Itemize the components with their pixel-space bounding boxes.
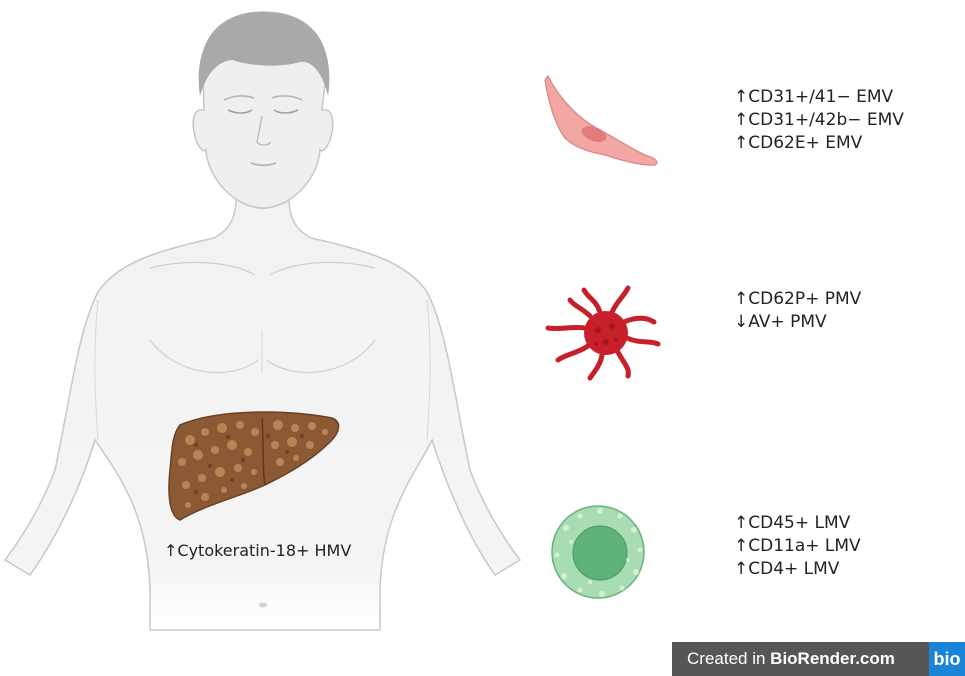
marker-label: ↑CD4+ LMV xyxy=(734,558,861,581)
head-icon xyxy=(193,12,333,208)
marker-label: ↑CD62P+ PMV xyxy=(734,288,861,311)
marker-label: ↑CD45+ LMV xyxy=(734,512,861,535)
marker-label: ↑CD31+/41− EMV xyxy=(734,86,904,109)
endothelial-marker-list: ↑CD31+/41− EMV ↑CD31+/42b− EMV ↑CD62E+ E… xyxy=(734,86,904,155)
biorender-badge[interactable]: Created in BioRender.com bio xyxy=(672,642,965,676)
biorender-logo-icon: bio xyxy=(929,642,965,676)
endothelial-cell-icon xyxy=(545,76,657,165)
badge-text: Created in BioRender.com xyxy=(672,649,929,669)
platelet-marker-list: ↑CD62P+ PMV ↓AV+ PMV xyxy=(734,288,861,334)
badge-brand: BioRender.com xyxy=(770,649,895,668)
platelet-icon xyxy=(548,288,658,378)
marker-label: ↑CD62E+ EMV xyxy=(734,132,904,155)
human-torso-icon xyxy=(5,170,520,630)
leukocyte-icon xyxy=(552,506,644,598)
marker-label: ↑CD11a+ LMV xyxy=(734,535,861,558)
marker-label: ↑CD31+/42b− EMV xyxy=(734,109,904,132)
leukocyte-marker-list: ↑CD45+ LMV ↑CD11a+ LMV ↑CD4+ LMV xyxy=(734,512,861,581)
marker-label: ↓AV+ PMV xyxy=(734,311,861,334)
liver-marker-label: ↑Cytokeratin-18+ HMV xyxy=(164,541,351,560)
badge-prefix: Created in xyxy=(687,649,770,668)
